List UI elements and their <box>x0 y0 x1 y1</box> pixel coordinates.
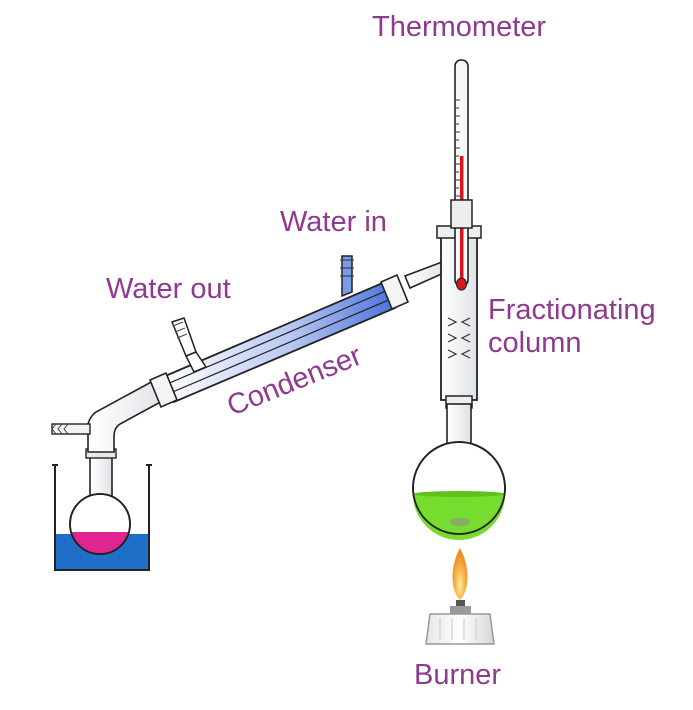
receiver-adapter <box>51 378 170 453</box>
beaker-wall <box>54 465 150 571</box>
water-in-label: Water in <box>280 206 387 238</box>
water-in-nozzle <box>340 255 354 298</box>
distillate-liquid <box>71 532 129 555</box>
thermometer <box>450 59 473 291</box>
receiving-flask <box>69 448 131 555</box>
burner <box>425 548 495 645</box>
liquid-mixture <box>413 494 505 540</box>
fractionating-column-label-line2: column <box>488 327 582 359</box>
still-head <box>403 260 448 290</box>
column-indentations <box>447 317 471 359</box>
flame <box>452 548 468 600</box>
water-out-nozzle <box>171 317 208 373</box>
burner-label: Burner <box>414 659 501 691</box>
condenser <box>148 255 410 409</box>
fractionating-column-label-line1: Fractionating <box>488 294 656 326</box>
water-out-label: Water out <box>106 273 231 305</box>
burner-base <box>425 613 495 645</box>
thermometer-label: Thermometer <box>372 11 546 43</box>
distillation-flask <box>412 403 506 540</box>
